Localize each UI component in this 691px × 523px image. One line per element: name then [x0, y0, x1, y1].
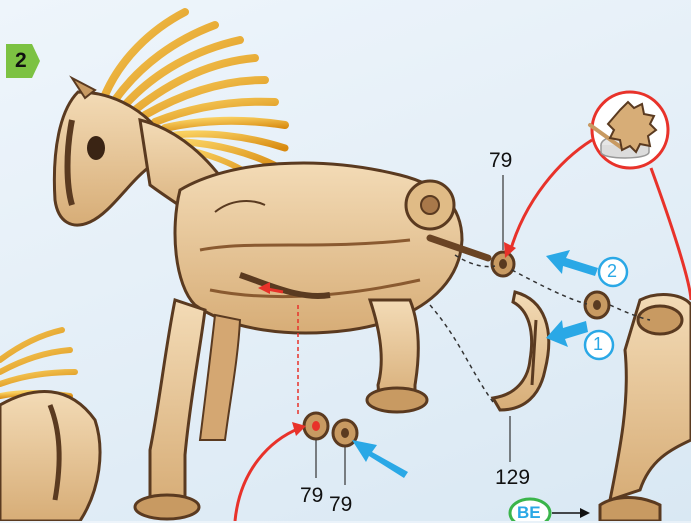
horse-secondary-model	[0, 330, 100, 521]
step-number-badge: 2	[6, 44, 40, 78]
part-79-top	[492, 252, 514, 276]
callout-1-label: 1	[593, 334, 603, 355]
glue-line-right	[651, 168, 691, 300]
step-number: 2	[15, 49, 27, 73]
tag-be-label: BE	[517, 503, 541, 523]
part-79-bottom-left	[304, 413, 328, 439]
callout-2-label: 2	[607, 261, 617, 282]
part-129-leg	[493, 292, 549, 410]
horse-hind-assembly	[600, 295, 691, 521]
part-label-129: 129	[495, 466, 530, 490]
part-79-mid	[585, 292, 609, 318]
part-label-79-bottom-right: 79	[329, 493, 352, 517]
glue-line-bottom	[235, 428, 300, 521]
part-label-79-top: 79	[489, 149, 512, 173]
tag-be-arrowhead	[580, 508, 590, 518]
glue-line-top	[510, 140, 592, 252]
horse-main-model	[54, 12, 488, 519]
part-label-79-bottom-left: 79	[300, 484, 323, 508]
glue-pot-icon	[590, 92, 668, 168]
